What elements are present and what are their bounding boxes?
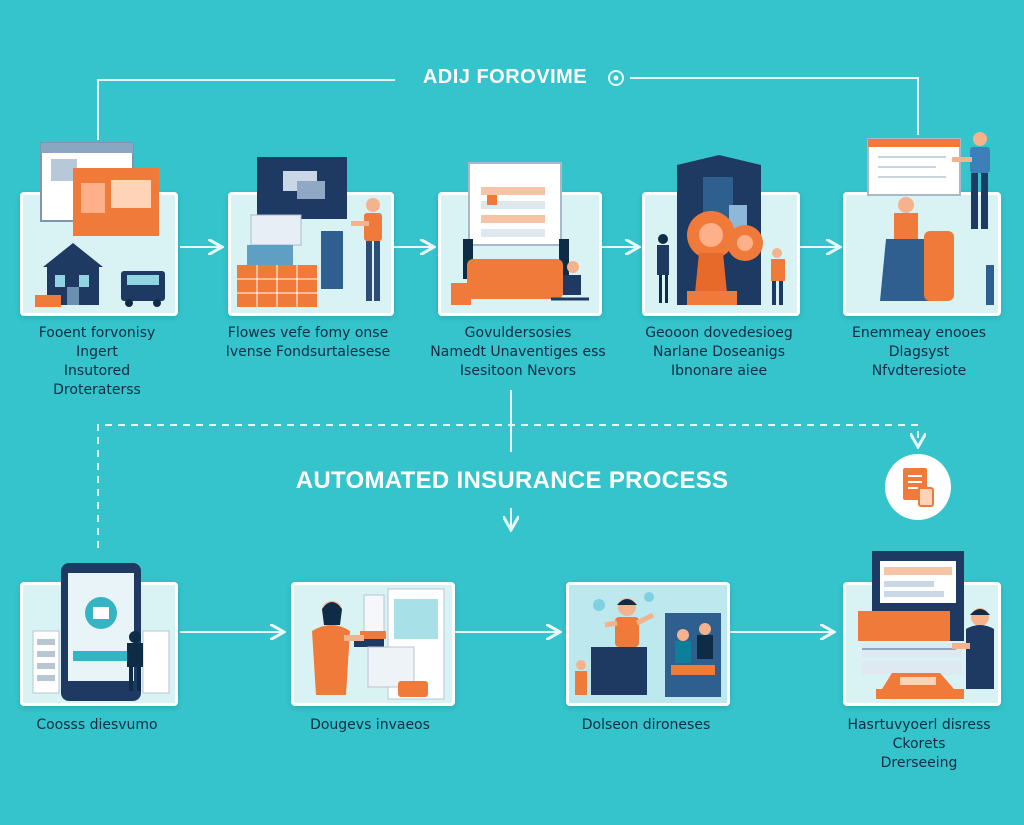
office-building-illustration xyxy=(35,142,165,307)
step-caption-4: Geooon dovedesioeg Narlane Doseanigs Ibn… xyxy=(645,325,793,379)
step-card-5 xyxy=(843,132,1001,316)
bottom-step-card-3 xyxy=(566,582,730,706)
step-card-1 xyxy=(20,142,178,316)
bottom-step-card-4 xyxy=(843,551,1001,706)
top-loop-line xyxy=(97,79,395,140)
step-caption-3: Govuldersosies Namedt Unaventiges ess Is… xyxy=(430,325,606,379)
bottom-step-caption-1: Coosss diesvumo xyxy=(36,717,158,733)
agent-cabinet-illustration xyxy=(312,588,445,700)
agent-documents-illustration xyxy=(237,157,382,307)
step-caption-2: Flowes vefe fomy onse Ivense Fondsurtale… xyxy=(225,325,391,360)
bottom-step-caption-2: Dougevs invaeos xyxy=(310,717,430,733)
diagram-top-title: ADIJ FOROVIME xyxy=(422,66,588,88)
vault-gears-illustration xyxy=(657,155,785,305)
step-caption-5: Enemmeay enooes Dlagsyst Nfvdteresiote xyxy=(851,325,987,379)
top-loop-line-right xyxy=(630,77,919,135)
step-card-2 xyxy=(228,157,394,316)
bottom-step-caption-4: Hasrtuvyoerl disress Ckorets Drerseeing xyxy=(847,717,991,771)
step-card-3 xyxy=(438,162,602,316)
step-card-4 xyxy=(642,155,800,316)
dashboard-car-illustration xyxy=(858,551,994,699)
smartphone-illustration xyxy=(32,563,170,701)
customer-form-illustration xyxy=(867,132,994,305)
bottom-step-card-1 xyxy=(20,563,178,706)
team-meeting-illustration xyxy=(569,585,727,703)
top-loop-node-icon xyxy=(608,70,624,86)
bottom-step-card-2 xyxy=(291,582,455,706)
document-desk-illustration xyxy=(451,162,589,305)
diagram-main-title: AUTOMATED INSURANCE PROCESS xyxy=(295,467,729,494)
bottom-step-caption-3: Dolseon dironeses xyxy=(581,717,711,733)
step-caption-1: Fooent forvonisy Ingert Insutored Droter… xyxy=(38,325,156,398)
document-badge-icon xyxy=(885,454,951,520)
